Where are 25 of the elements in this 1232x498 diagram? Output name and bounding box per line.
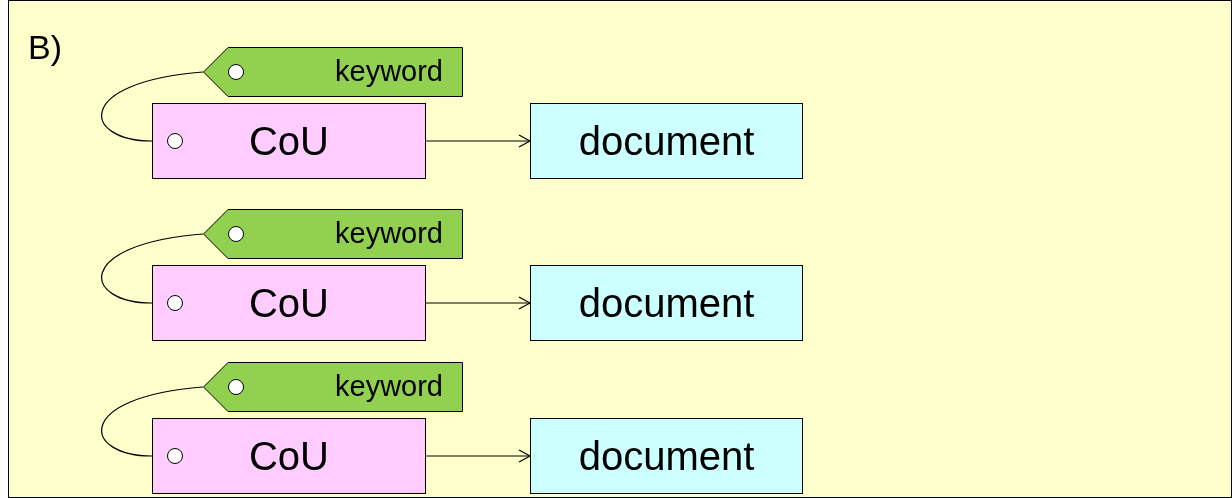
tag-text: keyword xyxy=(335,54,443,88)
tag-label xyxy=(203,362,463,412)
arrow xyxy=(425,296,531,310)
cou-box xyxy=(152,265,426,341)
tag-string xyxy=(101,386,204,457)
document-box xyxy=(530,103,803,179)
tag-text: keyword xyxy=(335,369,443,403)
tag-string xyxy=(101,71,204,142)
cou-text: CoU xyxy=(249,436,329,476)
cou-box xyxy=(152,103,426,179)
document-box xyxy=(530,418,803,494)
cou-text: CoU xyxy=(249,121,329,161)
document-text: document xyxy=(578,121,755,161)
document-box xyxy=(530,265,803,341)
arrow xyxy=(425,449,531,463)
tag-label xyxy=(203,209,463,259)
document-text: document xyxy=(578,283,755,323)
document-text: document xyxy=(578,436,755,476)
panel-label: B) xyxy=(28,30,62,64)
tag-label xyxy=(203,47,463,97)
arrow xyxy=(425,134,531,148)
cou-box xyxy=(152,418,426,494)
tag-string xyxy=(101,233,204,304)
tag-text: keyword xyxy=(335,216,443,250)
cou-text: CoU xyxy=(249,283,329,323)
